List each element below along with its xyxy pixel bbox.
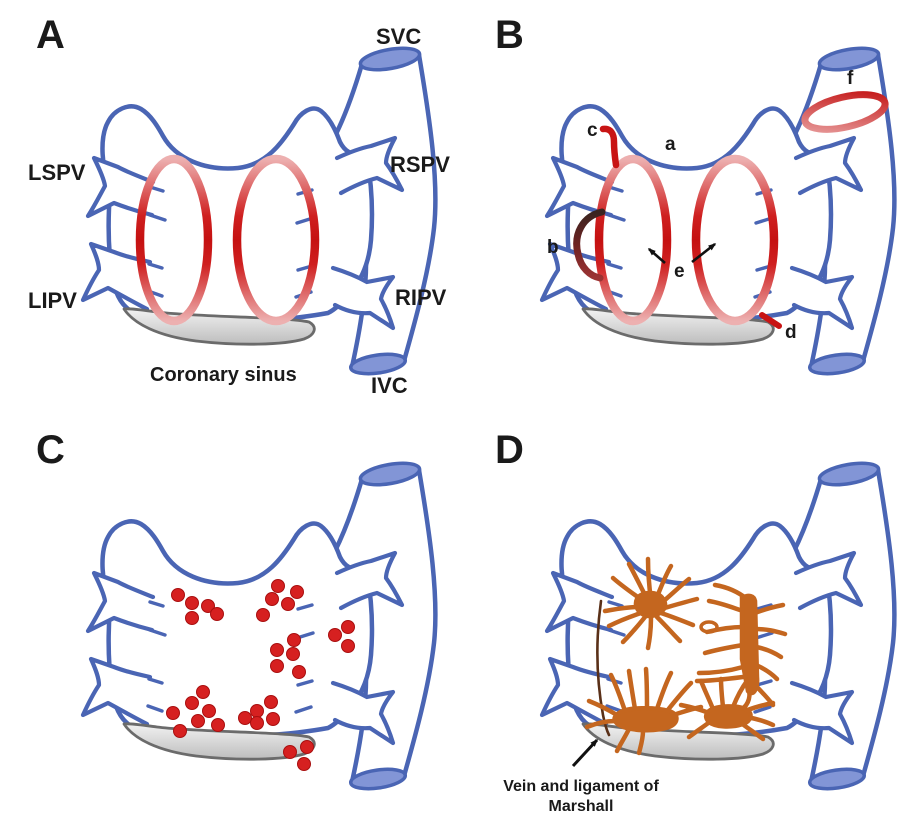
panel-d-letter: D	[495, 428, 524, 472]
label-ivc: IVC	[371, 373, 408, 398]
atrium-artwork	[83, 459, 435, 791]
cfae-dot	[281, 597, 295, 611]
cfae-dot	[185, 596, 199, 610]
marshall-vein-line	[596, 599, 611, 737]
cfae-dot	[185, 611, 199, 625]
atrium-artwork	[83, 44, 435, 376]
panel-c-canvas: C	[36, 428, 459, 830]
label-lesion-f: f	[847, 68, 854, 89]
cfae-dot	[250, 716, 264, 730]
ganglion-inferior-right	[678, 676, 776, 742]
label-rspv: RSPV	[390, 152, 450, 177]
cfae-dot	[265, 592, 279, 606]
panel-c: C	[0, 415, 459, 830]
carina-arrow-right	[691, 242, 717, 264]
marshall-caption-line2: Marshall	[549, 798, 614, 815]
cti-line-lesion	[759, 312, 782, 329]
cfae-dot	[185, 696, 199, 710]
cfae-dot	[266, 712, 280, 726]
label-lesion-e: e	[674, 261, 685, 282]
label-lipv: LIPV	[28, 288, 77, 313]
cfae-dot	[171, 588, 185, 602]
cfae-dot	[202, 704, 216, 718]
panel-b: B a b c d e f	[459, 0, 918, 415]
cfae-dot	[173, 724, 187, 738]
appendage-line-lesion	[599, 125, 620, 169]
label-svc: SVC	[376, 24, 421, 49]
cfae-dot	[201, 599, 215, 613]
cfae-dot	[297, 757, 311, 771]
cfae-dot	[238, 711, 252, 725]
linear-lesions	[573, 91, 889, 329]
cfae-dot	[300, 740, 314, 754]
label-lesion-a: a	[665, 134, 676, 155]
cfae-dot	[341, 639, 355, 653]
cfae-dot	[211, 718, 225, 732]
ganglion-blob	[633, 590, 668, 619]
cfae-dot	[191, 714, 205, 728]
label-lspv: LSPV	[28, 160, 86, 185]
cfae-dot	[256, 608, 270, 622]
cfae-dot	[271, 579, 285, 593]
label-lesion-b: b	[547, 237, 559, 258]
panel-a-canvas: A SVC LSPV RSPV LIPV RIPV IVC Coronary s…	[28, 13, 450, 398]
marshall-pointer-arrow	[571, 738, 599, 768]
mitral-isthmus-lesion	[573, 208, 606, 282]
cfae-dot	[166, 706, 180, 720]
cfae-dot	[286, 647, 300, 661]
panel-b-canvas: B a b c d e f	[495, 13, 918, 415]
ganglion-right	[694, 582, 788, 714]
cfae-dot	[328, 628, 342, 642]
cfae-dot	[264, 695, 278, 709]
cfae-dot	[292, 665, 306, 679]
cfae-dot	[341, 620, 355, 634]
panel-d-canvas: D Vein and ligament of Marshall	[495, 428, 918, 815]
label-ripv: RIPV	[395, 285, 447, 310]
ganglion-superior-left	[602, 556, 700, 651]
label-lesion-d: d	[785, 322, 797, 343]
svc-isolation-ring	[801, 91, 889, 133]
marshall-caption-line1: Vein and ligament of	[503, 778, 659, 795]
cfae-dot	[287, 633, 301, 647]
cfae-dot	[270, 659, 284, 673]
cfae-dot	[270, 643, 284, 657]
cfae-dot	[283, 745, 297, 759]
cfae-dot	[290, 585, 304, 599]
cfae-dot	[196, 685, 210, 699]
ganglionated-plexi	[584, 556, 788, 756]
ganglion-trunk	[739, 593, 760, 696]
label-coronary-sinus: Coronary sinus	[150, 364, 297, 386]
cfae-dot	[250, 704, 264, 718]
panel-d: D Vein and ligament of Marshall	[459, 415, 918, 830]
panel-a: A SVC LSPV RSPV LIPV RIPV IVC Coronary s…	[0, 0, 459, 415]
ganglion-blob	[612, 706, 679, 733]
cfae-dot	[210, 607, 224, 621]
carina-arrow-left	[647, 248, 666, 264]
panel-a-letter: A	[36, 13, 65, 57]
panel-c-letter: C	[36, 428, 65, 472]
ganglion-inferior-left	[584, 666, 704, 756]
panel-b-letter: B	[495, 13, 524, 57]
label-lesion-c: c	[587, 120, 598, 141]
cfae-dots	[166, 579, 355, 771]
carina-arrows	[647, 242, 717, 264]
ganglion-blob	[703, 704, 753, 729]
